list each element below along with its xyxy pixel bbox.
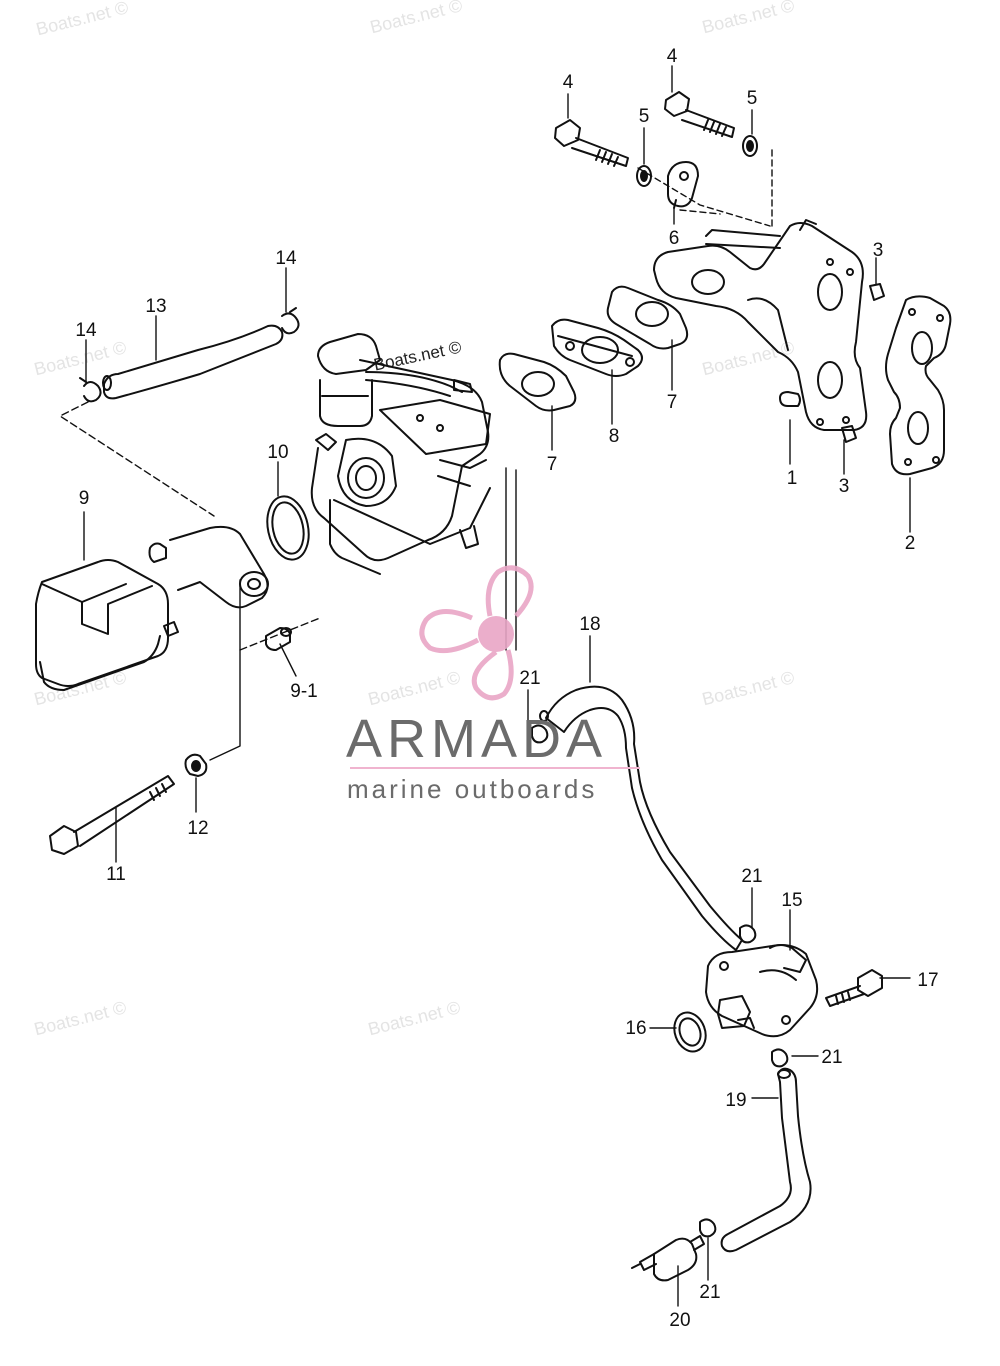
callout-21: 21 — [699, 1282, 720, 1303]
carburetor-gasket-part-7[interactable] — [606, 285, 689, 350]
washer-part-5[interactable] — [742, 135, 758, 157]
callout-12: 12 — [187, 818, 208, 839]
callout-21: 21 — [821, 1047, 842, 1068]
carburetor[interactable] — [310, 333, 491, 575]
callout-13: 13 — [145, 296, 166, 317]
collar-part-9-1[interactable] — [265, 627, 292, 651]
washer-part-12[interactable] — [184, 753, 208, 777]
callout-14: 14 — [75, 320, 97, 341]
logo-divider — [350, 767, 640, 769]
air-intake-silencer-part-9[interactable] — [35, 525, 269, 691]
bolt-part-4[interactable] — [554, 119, 629, 167]
insulator-part-8[interactable] — [551, 318, 643, 377]
fuel-connector-part-20[interactable] — [631, 1235, 705, 1282]
hose-clip-part-21[interactable] — [699, 1218, 717, 1238]
bolt-part-4[interactable] — [664, 91, 735, 138]
callout-9: 9 — [79, 488, 90, 509]
dowel-pin-part-3[interactable] — [841, 425, 857, 443]
carburetor-gasket-part-7[interactable] — [498, 352, 577, 412]
callout-5: 5 — [639, 106, 650, 127]
logo-tagline: marine outboards — [347, 774, 598, 804]
callout-11: 11 — [106, 864, 126, 885]
breather-hose-part-13[interactable] — [102, 324, 284, 400]
pump-bolt-part-17[interactable] — [825, 969, 883, 1007]
callout-4: 4 — [563, 72, 574, 93]
callout-8: 8 — [609, 426, 620, 447]
fuel-hose-part-19[interactable] — [720, 1067, 812, 1253]
callout-20: 20 — [669, 1310, 690, 1331]
armada-logo-icon — [419, 565, 534, 701]
manifold-gasket-part-2[interactable] — [885, 295, 952, 476]
callout-9-1: 9-1 — [290, 681, 317, 702]
callout-21: 21 — [519, 668, 540, 689]
pump-o-ring-part-16[interactable] — [669, 1008, 711, 1056]
long-bolt-part-11[interactable] — [49, 775, 175, 855]
fuel-hose-part-18[interactable] — [539, 685, 743, 951]
callout-18: 18 — [579, 614, 600, 635]
callout-14: 14 — [275, 248, 297, 269]
callout-6: 6 — [669, 228, 680, 249]
callout-1: 1 — [787, 468, 798, 489]
callout-7: 7 — [667, 392, 678, 413]
callout-15: 15 — [781, 890, 802, 911]
dowel-pin-part-3[interactable] — [869, 283, 885, 301]
callout-4: 4 — [667, 46, 678, 67]
callout-5: 5 — [747, 88, 758, 109]
callout-10: 10 — [267, 442, 288, 463]
intake-manifold-part-1[interactable] — [653, 219, 868, 431]
callout-17: 17 — [917, 970, 938, 991]
hose-clip-part-21[interactable] — [771, 1048, 789, 1068]
clamp-part-6[interactable] — [667, 161, 699, 209]
callout-16: 16 — [625, 1018, 646, 1039]
callout-3: 3 — [839, 476, 850, 497]
hose-clip-part-21[interactable] — [531, 724, 549, 744]
hose-clip-part-14[interactable] — [281, 307, 300, 335]
hose-clip-part-14[interactable] — [79, 377, 102, 403]
callout-2: 2 — [905, 533, 916, 554]
callout-19: 19 — [725, 1090, 746, 1111]
hose-clip-part-21[interactable] — [739, 924, 757, 944]
logo-wordmark: ARMADA — [346, 709, 608, 769]
fuel-pump-part-15[interactable] — [705, 944, 819, 1038]
callout-21: 21 — [741, 866, 762, 887]
callout-3: 3 — [873, 240, 884, 261]
o-ring-part-10[interactable] — [262, 493, 314, 564]
callout-7: 7 — [547, 454, 558, 475]
